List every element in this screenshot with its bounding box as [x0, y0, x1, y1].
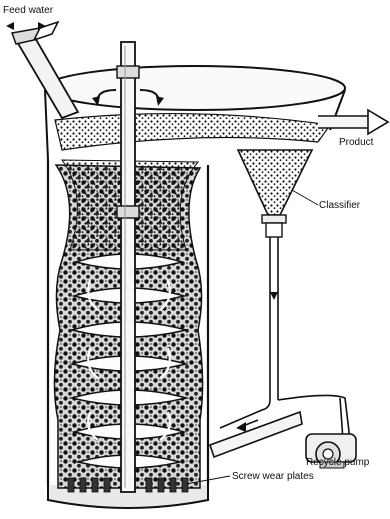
feed-water-arrows	[6, 22, 46, 30]
top-hopper	[45, 66, 345, 160]
classifier-cone	[238, 150, 312, 400]
screw-shaft	[117, 42, 139, 492]
product-label: Product	[339, 137, 373, 149]
product-outlet-pipe	[318, 110, 388, 134]
classifier-label: Classifier	[319, 200, 360, 212]
recycle-pump-label: Recycle pump	[306, 457, 369, 469]
feed-water-label: Feed water	[3, 5, 53, 17]
screw-wear-plates-label: Screw wear plates	[232, 471, 314, 483]
